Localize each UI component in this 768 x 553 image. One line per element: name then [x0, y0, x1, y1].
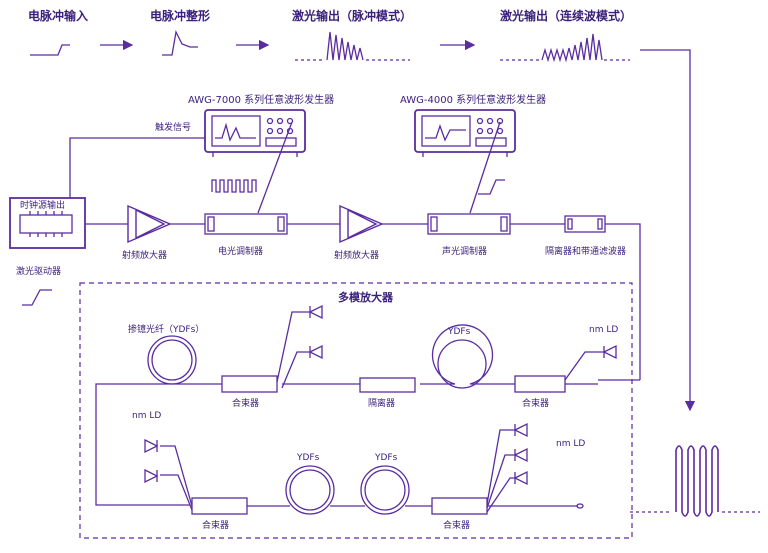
label-combiner-4: 合束器 [443, 521, 471, 531]
multimode-amp-region [79, 282, 633, 539]
label-eo-mod: 电光调制器 [218, 247, 264, 257]
label-ao-mod: 声光调制器 [442, 247, 488, 257]
pulse-train [211, 179, 257, 193]
ld-diode-left-2 [144, 468, 159, 484]
combiner-2-box [514, 375, 566, 393]
label-nmld-3: nm LD [556, 439, 586, 449]
ld-diode-right [602, 344, 617, 360]
rf-amp-2-triangle [339, 204, 384, 244]
awg7000-screen [211, 115, 261, 147]
label-step4: 激光输出（连续波模式） [500, 9, 633, 23]
label-awg4000: AWG-4000 系列任意波形发生器 [400, 95, 547, 106]
label-combiner-3: 合束器 [202, 521, 230, 531]
isolator-box [359, 377, 416, 393]
eo-modulator-box [204, 213, 288, 235]
label-step2: 电脉冲整形 [150, 9, 211, 23]
label-ydfs-2: YDFs [297, 453, 320, 463]
label-nmld-2: nm LD [132, 411, 162, 421]
laser-driver-box [9, 197, 86, 249]
label-ydfs-3: YDFs [375, 453, 398, 463]
combiner-1-box [221, 375, 278, 393]
ydfs-coil-right [360, 465, 410, 515]
label-combiner-2: 合束器 [522, 399, 550, 409]
ld-diode-bottom-right-1 [513, 422, 528, 438]
combiner-4-box [431, 497, 488, 515]
label-laser-driver: 激光驱动器 [16, 267, 62, 277]
awg4000-screen [421, 115, 471, 147]
label-nmld-1: nm LD [589, 325, 619, 335]
rf-amp-1-triangle [127, 204, 172, 244]
ydfs-coil-left [285, 465, 335, 515]
ydfs-coil-right-2 [437, 339, 487, 389]
label-trigger: 触发信号 [155, 123, 192, 133]
output-burst [675, 445, 719, 517]
ld-diode-top-1 [308, 304, 323, 320]
driver-pulse [22, 289, 52, 306]
label-isolator: 隔离器 [368, 399, 396, 409]
label-step1: 电脉冲输入 [28, 9, 89, 23]
ld-diode-left-1 [144, 438, 159, 454]
output-route [640, 49, 696, 412]
label-rf-amp1: 射频放大器 [122, 251, 168, 261]
ao-modulator-box [427, 213, 511, 235]
combiner-3-box [191, 497, 248, 515]
ramp-waveform [478, 179, 505, 195]
label-rf-amp2: 射频放大器 [334, 251, 380, 261]
yb-fiber-coil [147, 335, 197, 385]
label-multimode: 多模放大器 [338, 291, 393, 304]
trigger-line [69, 137, 205, 198]
label-awg7000: AWG-7000 系列任意波形发生器 [188, 95, 335, 106]
awg4000-body [414, 109, 516, 153]
label-step3: 激光输出（脉冲模式） [292, 9, 413, 23]
label-combiner-1: 合束器 [232, 399, 260, 409]
label-yb-fiber: 掺镱光纤（YDFs） [128, 325, 205, 335]
label-clock: 时钟源输出 [20, 201, 66, 211]
awg7000-body [204, 109, 306, 153]
laser-pulse-burst [326, 31, 364, 61]
ld-diode-bottom-right-2 [513, 447, 528, 463]
label-ydfs-1: YDFs [448, 327, 471, 337]
pulse-waveform-input [30, 44, 70, 56]
ld-diode-bottom-right-3 [513, 470, 528, 486]
ld-diode-top-2 [308, 344, 323, 360]
pulse-waveform-shaped [162, 29, 198, 56]
laser-cw-burst [541, 33, 603, 63]
label-iso-bp: 隔离器和带通滤波器 [545, 247, 627, 257]
